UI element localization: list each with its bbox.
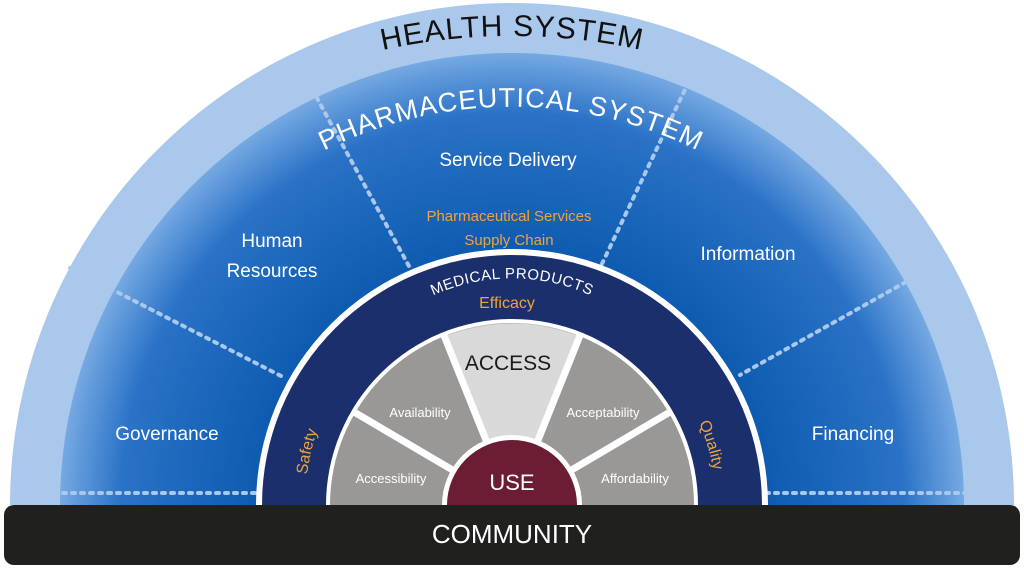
acceptability-label: Acceptability bbox=[567, 405, 640, 420]
efficacy-label: Efficacy bbox=[479, 295, 535, 312]
accessibility-label: Accessibility bbox=[356, 471, 427, 486]
pharmaceutical-services-label: Pharmaceutical Services bbox=[426, 208, 591, 225]
supply-chain-label: Supply Chain bbox=[464, 232, 553, 249]
availability-label: Availability bbox=[389, 405, 451, 420]
dotted-divider-icon bbox=[16, 56, 1008, 495]
human-resources-label-line2: Resources bbox=[227, 261, 318, 282]
information-label: Information bbox=[700, 244, 795, 265]
use-hub bbox=[447, 440, 577, 505]
human-resources-label-line1: Human bbox=[241, 231, 302, 252]
community-label: COMMUNITY bbox=[432, 519, 592, 549]
access-sector bbox=[443, 323, 581, 505]
community-bar bbox=[4, 505, 1020, 565]
financing-label: Financing bbox=[812, 424, 894, 445]
affordability-label: Affordability bbox=[601, 471, 669, 486]
access-label: ACCESS bbox=[465, 352, 551, 375]
governance-label: Governance bbox=[115, 424, 219, 445]
service-delivery-label: Service Delivery bbox=[439, 150, 577, 171]
use-label: USE bbox=[489, 470, 534, 495]
